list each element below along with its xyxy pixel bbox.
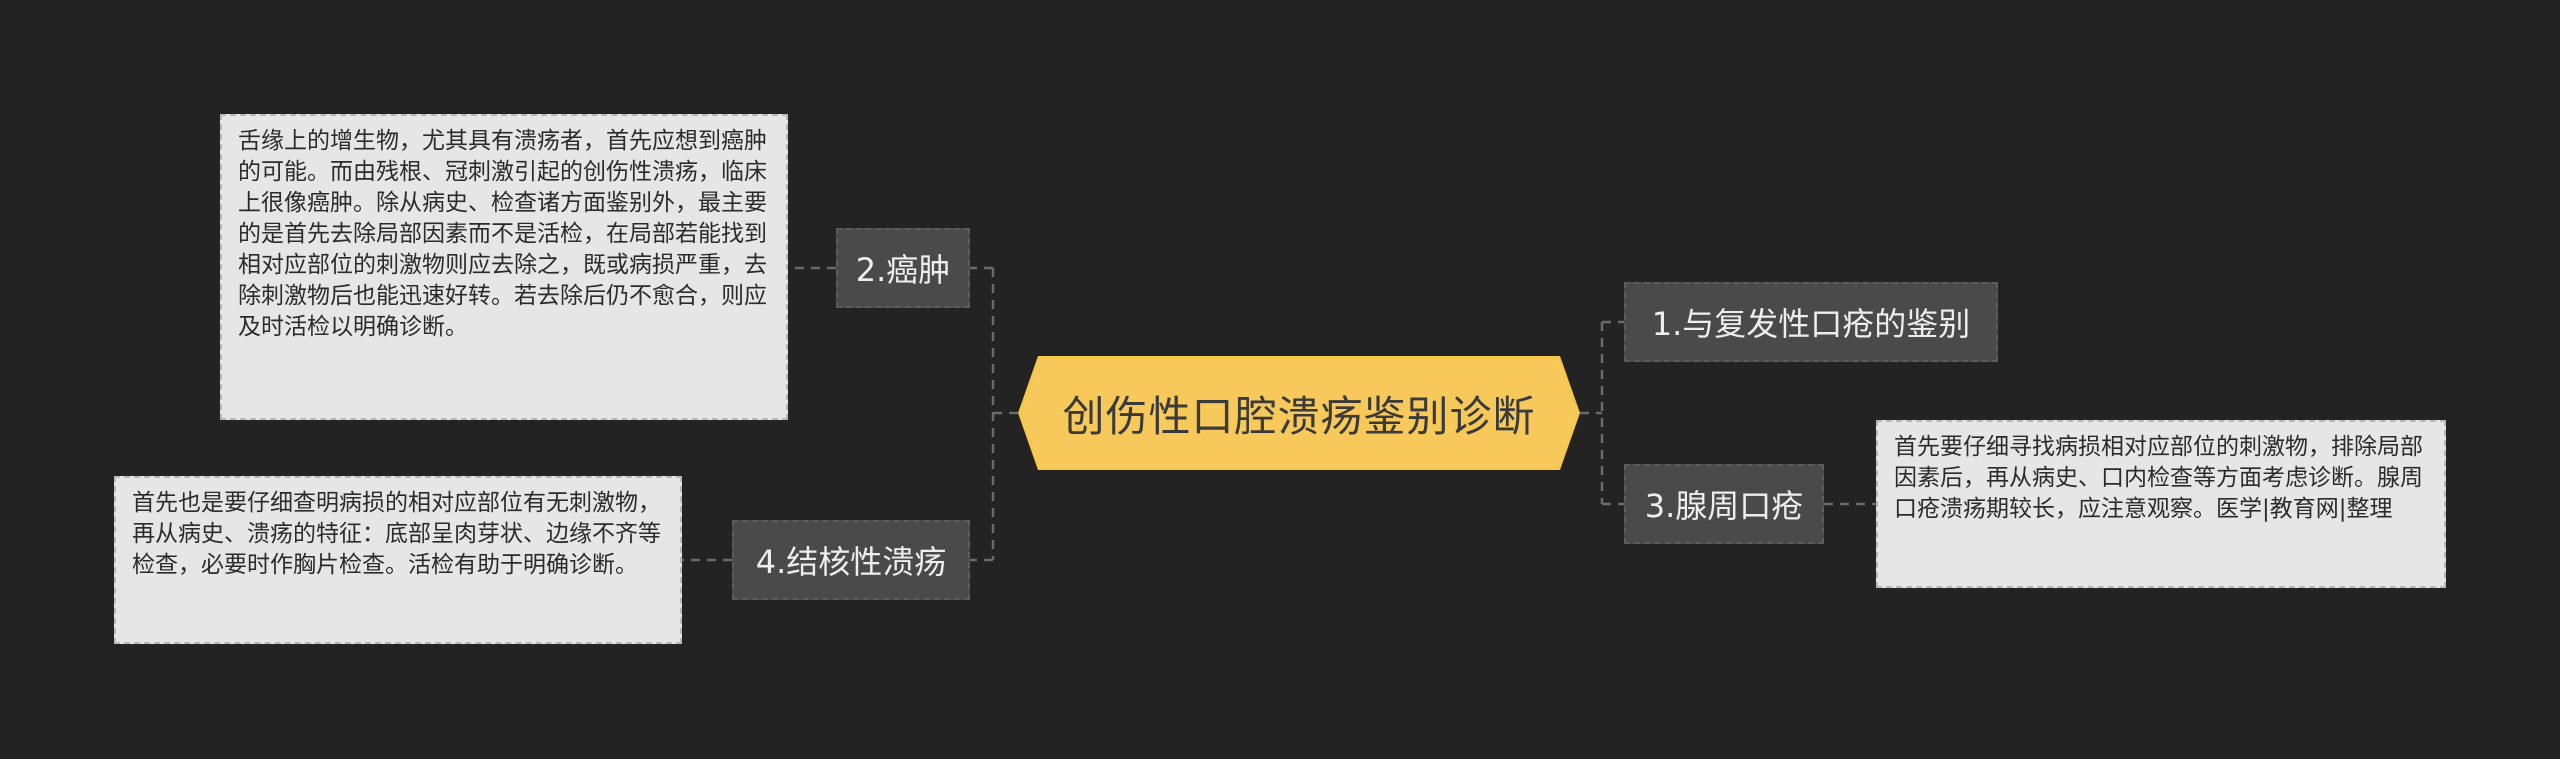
note-periadenitis-text: 首先要仔细寻找病损相对应部位的刺激物，排除局部因素后，再从病史、口内检查等方面考… bbox=[1894, 434, 2423, 522]
branch-cancer[interactable]: 2.癌肿 bbox=[836, 228, 970, 308]
branch-tuberculous-ulcer-label: 4.结核性溃疡 bbox=[755, 543, 947, 581]
note-periadenitis: 首先要仔细寻找病损相对应部位的刺激物，排除局部因素后，再从病史、口内检查等方面考… bbox=[1876, 420, 2446, 588]
central-topic-title: 创伤性口腔溃疡鉴别诊断 bbox=[1062, 391, 1536, 441]
note-cancer: 舌缘上的增生物，尤其具有溃疡者，首先应想到癌肿的可能。而由残根、冠刺激引起的创伤… bbox=[220, 114, 788, 420]
note-tuberculous-ulcer-text: 首先也是要仔细查明病损的相对应部位有无刺激物，再从病史、溃疡的特征：底部呈肉芽状… bbox=[132, 490, 661, 578]
branch-periadenitis-label: 3.腺周口疮 bbox=[1644, 487, 1804, 525]
note-tuberculous-ulcer: 首先也是要仔细查明病损的相对应部位有无刺激物，再从病史、溃疡的特征：底部呈肉芽状… bbox=[114, 476, 682, 644]
branch-recurrent-aphthae[interactable]: 1.与复发性口疮的鉴别 bbox=[1624, 282, 1998, 362]
branch-recurrent-aphthae-label: 1.与复发性口疮的鉴别 bbox=[1651, 305, 1971, 343]
branch-cancer-label: 2.癌肿 bbox=[855, 251, 951, 289]
branch-periadenitis[interactable]: 3.腺周口疮 bbox=[1624, 464, 1824, 544]
central-topic-fill bbox=[1021, 359, 1577, 467]
note-cancer-text: 舌缘上的增生物，尤其具有溃疡者，首先应想到癌肿的可能。而由残根、冠刺激引起的创伤… bbox=[238, 128, 767, 340]
central-topic[interactable]: 创伤性口腔溃疡鉴别诊断 bbox=[1018, 356, 1580, 470]
branch-tuberculous-ulcer[interactable]: 4.结核性溃疡 bbox=[732, 520, 970, 600]
